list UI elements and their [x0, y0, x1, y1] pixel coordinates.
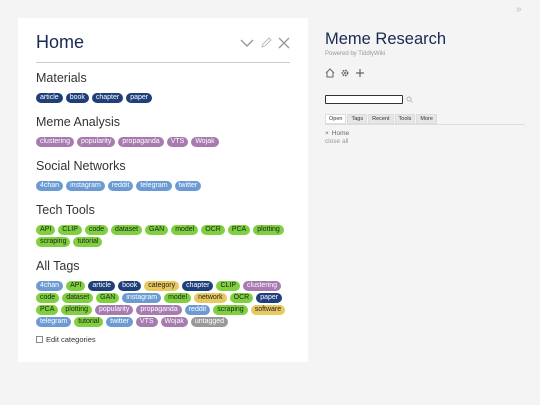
tag-pill[interactable]: code [84, 225, 109, 235]
tag-pill[interactable]: reddit [184, 305, 211, 315]
edit-categories-label: Edit categories [46, 335, 96, 344]
chevron-down-icon[interactable] [240, 38, 254, 48]
tag-pill[interactable]: dataset [111, 225, 143, 235]
tag-pill[interactable]: CLIP [216, 281, 241, 291]
tag-pill[interactable]: instagram [66, 181, 105, 191]
tag-pill[interactable]: category [144, 281, 180, 291]
tag-pill[interactable]: twitter [174, 181, 202, 191]
tag-pill[interactable]: scraping [213, 305, 248, 315]
tag-pill[interactable]: instagram [122, 293, 162, 303]
tag-pill[interactable]: propaganda [118, 137, 164, 147]
story-header: Home [36, 32, 290, 53]
section-heading: Meme Analysis [36, 115, 121, 129]
tag-pill[interactable]: plotting [253, 225, 284, 235]
title-divider [36, 62, 290, 63]
tag-pill[interactable]: CLIP [58, 225, 82, 235]
tag-pill[interactable]: paper [126, 93, 153, 103]
section-heading: Materials [36, 71, 87, 85]
tag-pill[interactable]: 4chan [36, 181, 64, 191]
tag-pill[interactable]: PCA [227, 225, 251, 235]
tag-pill[interactable]: plotting [61, 305, 92, 315]
section-heading: Tech Tools [36, 203, 95, 217]
close-all-link[interactable]: close all [325, 138, 349, 145]
tag-pill[interactable]: telegram [36, 317, 72, 327]
tag-pill[interactable]: article [88, 281, 116, 291]
edit-categories-checkbox[interactable] [36, 336, 43, 343]
tag-pill[interactable]: paper [256, 293, 283, 303]
tab-open[interactable]: Open [325, 114, 347, 124]
tag-pill[interactable]: model [171, 225, 199, 235]
tag-pill[interactable]: software [250, 305, 286, 315]
close-icon[interactable]: × [325, 130, 329, 137]
tag-pill[interactable]: 4chan [36, 281, 64, 291]
tag-pill[interactable]: OCR [201, 225, 225, 235]
tab-tags[interactable]: Tags [347, 114, 368, 124]
tag-pill[interactable]: VTS [166, 137, 189, 147]
tag-pill[interactable]: book [118, 281, 142, 291]
tag-pill[interactable]: scraping [36, 237, 71, 247]
sidebar-toolbar [325, 65, 525, 83]
tag-pill[interactable]: chapter [91, 93, 124, 103]
tag-pill[interactable]: propaganda [136, 305, 182, 315]
tag-pill[interactable]: VTS [135, 317, 158, 327]
tag-pill[interactable]: tutorial [74, 317, 104, 327]
tag-pill[interactable]: popularity [94, 305, 134, 315]
gear-icon[interactable] [340, 65, 350, 83]
tag-pill[interactable]: book [65, 93, 89, 103]
home-icon[interactable] [325, 65, 335, 83]
tag-pill[interactable]: chapter [182, 281, 214, 291]
search-input[interactable] [325, 94, 403, 104]
section-heading: All Tags [36, 259, 80, 273]
sidebar: Meme Research Powered by TiddlyWiki Open… [325, 30, 525, 145]
pencil-icon[interactable] [260, 36, 272, 49]
tag-pill[interactable]: tutorial [73, 237, 103, 247]
open-item[interactable]: ×Home [325, 130, 525, 137]
tag-pill[interactable]: twitter [106, 317, 133, 327]
tag-pill[interactable]: Wojak [160, 317, 188, 327]
tag-pill[interactable]: reddit [107, 181, 134, 191]
tag-pill[interactable]: model [164, 293, 192, 303]
tag-pill[interactable]: PCA [36, 305, 59, 315]
tag-pill[interactable]: GAN [145, 225, 169, 235]
tag-pill[interactable]: OCR [229, 293, 254, 303]
tag-pill[interactable]: API [36, 225, 56, 235]
close-icon[interactable] [278, 37, 290, 49]
tag-pill[interactable]: clustering [36, 137, 74, 147]
tag-pill[interactable]: popularity [76, 137, 116, 147]
tag-pill[interactable]: article [36, 93, 63, 103]
open-item-label[interactable]: Home [331, 130, 350, 137]
section-heading: Social Networks [36, 159, 126, 173]
tag-pill[interactable]: clustering [243, 281, 281, 291]
tag-pill[interactable]: GAN [96, 293, 120, 303]
edit-categories-toggle[interactable]: Edit categories [36, 335, 290, 344]
toggle-sidebar-icon[interactable]: » [516, 4, 522, 15]
tag-pill[interactable]: code [36, 293, 60, 303]
site-title: Meme Research [325, 30, 447, 48]
search-icon[interactable] [406, 90, 413, 108]
tag-pill[interactable]: telegram [136, 181, 172, 191]
search-row [325, 90, 525, 108]
tab-recent[interactable]: Recent [368, 114, 394, 124]
story-toolbar [240, 36, 290, 49]
tag-pill[interactable]: API [66, 281, 86, 291]
site-subtitle: Powered by TiddlyWiki [325, 51, 386, 57]
tag-pill[interactable]: untagged [190, 317, 229, 327]
tag-pill[interactable]: dataset [62, 293, 94, 303]
tag-pill[interactable]: Wojak [191, 137, 219, 147]
story-title: Home [36, 32, 85, 52]
tab-tools[interactable]: Tools [394, 114, 416, 124]
plus-icon[interactable] [355, 65, 365, 83]
tag-pill[interactable]: network [194, 293, 227, 303]
tab-more[interactable]: More [416, 114, 437, 124]
open-list: ×Home close all [325, 130, 525, 145]
tab-divider [325, 124, 525, 125]
